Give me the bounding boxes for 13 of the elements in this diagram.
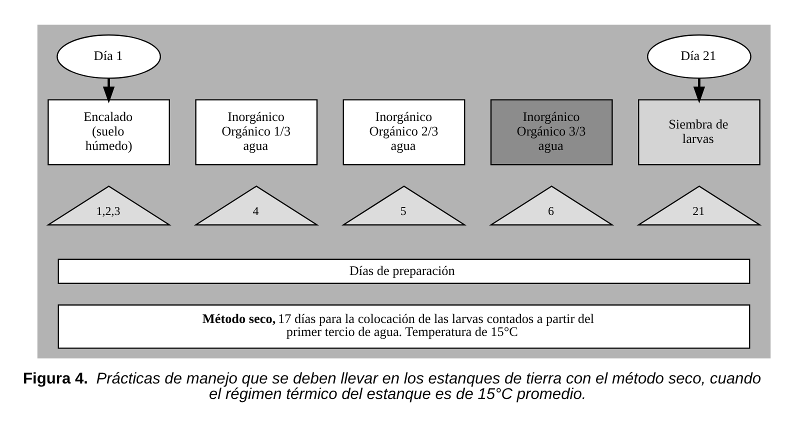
arrow xyxy=(693,78,706,103)
cluster xyxy=(37,24,771,358)
node-box: Siembra de larvas xyxy=(638,98,760,165)
node-ellipse: Día 21 xyxy=(647,34,752,78)
node-box: Método seco, 17 días para la colocación de las larvas contados a partir del primer tercio de agua. Temperatura de 15°C xyxy=(58,304,750,348)
node-box: Inorgánico Orgánico 1/3 agua xyxy=(195,98,318,165)
arrow xyxy=(102,78,115,103)
node-ellipse: Día 1 xyxy=(56,34,161,78)
node-box: Días de preparación xyxy=(58,258,750,284)
node-box: Inorgánico Orgánico 3/3 agua xyxy=(490,98,613,165)
caption: Figura 4. Prácticas de manejo que se deben llevar en los estanques de tierra con el método seco, cuando el régimen térmico del estanque es de 15°C promedio. xyxy=(23,370,762,403)
node-box: Inorgánico Orgánico 2/3 agua xyxy=(342,98,466,165)
node-box: Encalado (suelo húmedo) xyxy=(48,98,170,165)
